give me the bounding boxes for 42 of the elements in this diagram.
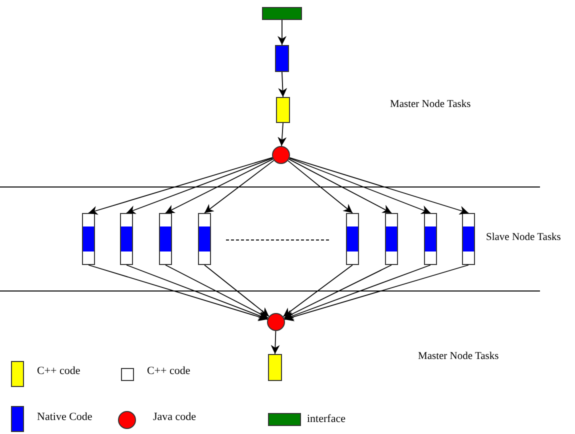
arrow <box>126 264 268 320</box>
arrow <box>282 264 353 318</box>
code-bar <box>462 213 475 265</box>
interface-box <box>262 7 302 20</box>
code-bar <box>424 213 437 265</box>
code-bar <box>120 213 133 265</box>
arrow <box>270 330 280 354</box>
java-circle <box>267 313 285 331</box>
arrow <box>288 158 431 214</box>
arrow <box>204 264 270 317</box>
code-bar <box>82 213 95 265</box>
section-label: Slave Node Tasks <box>486 231 561 244</box>
legend-text: Java code <box>153 411 196 424</box>
arrow <box>165 264 268 318</box>
arrow <box>278 20 286 46</box>
arrow <box>165 158 274 214</box>
arrow <box>278 122 287 146</box>
arrow <box>88 157 273 215</box>
arrow <box>204 160 274 214</box>
arrow <box>88 264 268 322</box>
code-bar <box>275 45 289 72</box>
code-bar <box>346 213 359 265</box>
legend-text: C++ code <box>37 365 80 378</box>
code-bar <box>159 213 172 265</box>
arrow <box>126 158 274 214</box>
arrow <box>284 264 392 318</box>
arrow <box>284 264 431 320</box>
section-label: Master Node Tasks <box>418 350 499 363</box>
arrow <box>289 157 469 215</box>
legend-text: C++ code <box>147 365 190 378</box>
arrow <box>288 160 353 214</box>
section-label: Master Node Tasks <box>390 98 471 111</box>
java-circle <box>272 146 290 164</box>
code-bar <box>198 213 211 265</box>
legend-text: interface <box>307 413 346 426</box>
arrow <box>288 158 392 214</box>
arrow <box>278 72 288 98</box>
code-bar <box>276 97 290 123</box>
code-bar <box>268 354 282 381</box>
arrow <box>284 264 469 322</box>
code-bar <box>385 213 398 265</box>
legend-text: Native Code <box>37 411 92 424</box>
